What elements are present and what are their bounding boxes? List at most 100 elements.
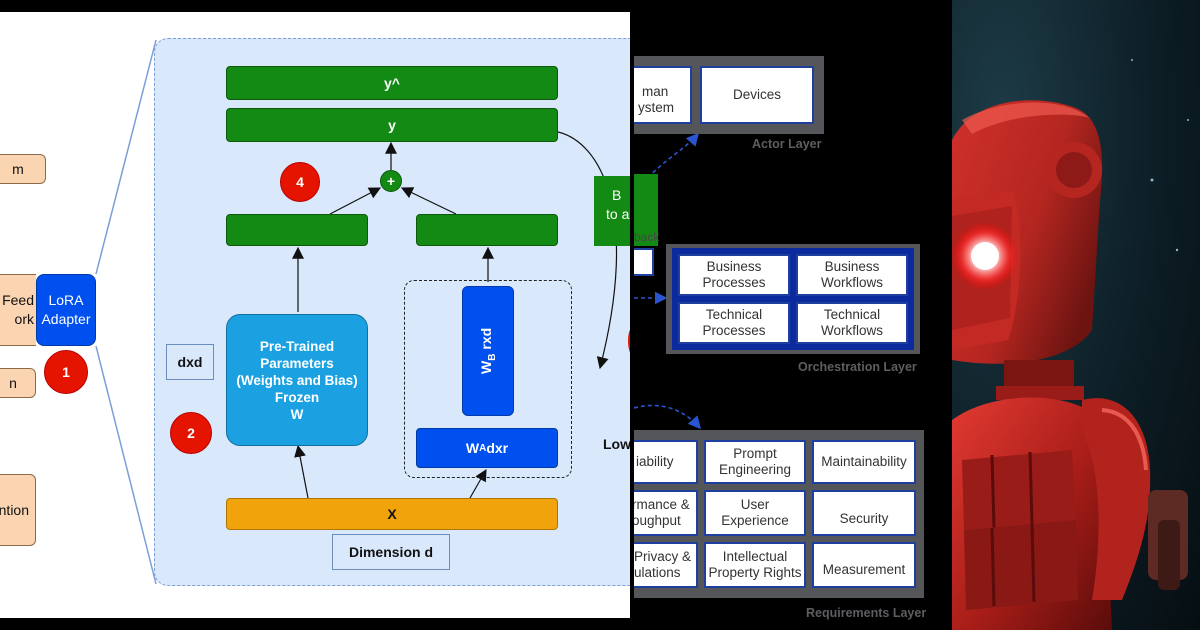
adapter-label: LoRA Adapter xyxy=(41,292,91,327)
label-text: ntion xyxy=(0,502,29,518)
left-output-bar xyxy=(226,214,368,246)
pretrained-parameters-box: Pre-Trained Parameters (Weights and Bias… xyxy=(226,314,368,446)
cell-line: iability xyxy=(636,454,674,469)
cell-line: Processes xyxy=(702,275,766,290)
left-partial-cell xyxy=(634,248,654,276)
lora-diagram-panel: m Feed ork LoRA Adapter 1 n ntion xyxy=(0,12,630,618)
cell-line: Maintainability xyxy=(821,454,907,469)
label-text: m xyxy=(12,161,24,177)
label-text: ork xyxy=(14,311,34,327)
req-cell-performance-throughput: rmance & oughput xyxy=(634,490,698,536)
pretrained-line: Frozen xyxy=(274,389,320,405)
req-cell-security: Security xyxy=(812,490,916,536)
req-cell-reliability: iability xyxy=(634,440,698,484)
actor-cell-human-system: man ystem xyxy=(634,66,692,124)
dxd-label: dxd xyxy=(166,344,214,380)
cell-line: Technical xyxy=(823,307,881,322)
cell-line: Property Rights xyxy=(708,565,802,580)
cell-line: Devices xyxy=(732,87,781,102)
cell-line: Intellectual xyxy=(722,549,788,564)
pretrained-line: Parameters xyxy=(260,355,334,371)
wb-rest: rxd xyxy=(478,327,495,354)
cell-line: ystem xyxy=(638,100,675,115)
actor-cell-devices: Devices xyxy=(700,66,814,124)
dxd-text: dxd xyxy=(177,354,203,370)
x-label: X xyxy=(387,506,397,522)
cell-line: Workflows xyxy=(820,275,883,290)
req-cell-maintainability: Maintainability xyxy=(812,440,916,484)
cell-line: man xyxy=(642,84,669,99)
pretrained-line: (Weights and Bias) xyxy=(236,372,358,388)
pretrained-line: W xyxy=(290,406,304,422)
wb-matrix-box: WB rxd xyxy=(462,286,514,416)
right-output-bar xyxy=(416,214,558,246)
y-label: y xyxy=(388,117,396,133)
orchestration-layer-label: Orchestration Layer xyxy=(798,360,917,374)
label-text: n xyxy=(9,375,17,391)
cell-line: User xyxy=(740,497,770,512)
plus-node: + xyxy=(380,170,402,192)
dimension-label: Dimension d xyxy=(332,534,450,570)
badge-4: 4 xyxy=(280,162,320,202)
right-box-line: B xyxy=(612,187,622,203)
wa-rest: dxr xyxy=(486,440,509,456)
layer-arrows xyxy=(634,132,702,430)
plus-symbol: + xyxy=(386,173,396,189)
req-cell-measurement: Measurement xyxy=(812,542,916,588)
right-partial-badge xyxy=(628,328,630,354)
cell-line: Privacy & xyxy=(634,549,692,564)
cell-line: Processes xyxy=(702,323,766,338)
right-box-line: to a xyxy=(606,206,630,222)
left-label-attention: ntion xyxy=(0,474,36,546)
left-label-feedforward: Feed ork xyxy=(0,274,36,346)
cell-line: Experience xyxy=(721,513,789,528)
pretrained-line: Pre-Trained xyxy=(259,338,335,354)
left-partial-green xyxy=(634,174,658,246)
cell-line: Business xyxy=(706,259,762,274)
badge-2: 2 xyxy=(170,412,212,454)
left-partial-back: back xyxy=(634,230,660,244)
connector-lines xyxy=(95,39,618,585)
cell-line: Workflows xyxy=(820,323,883,338)
y-hat-label: y^ xyxy=(384,75,400,91)
robot-illustration xyxy=(952,59,1189,630)
cell-line: Security xyxy=(839,511,889,526)
cell-line: Measurement xyxy=(822,562,906,577)
req-cell-privacy-regulations: Privacy & ulations xyxy=(634,542,698,588)
lora-adapter-box: LoRA Adapter xyxy=(36,274,96,346)
badge-number: 1 xyxy=(62,364,70,380)
y-hat-bar: y^ xyxy=(226,66,558,100)
cell-line: Engineering xyxy=(718,462,792,477)
wb-label: WB rxd xyxy=(478,328,498,374)
wa-sub: A xyxy=(479,442,487,454)
badge-number: 4 xyxy=(296,174,304,190)
x-input-bar: X xyxy=(226,498,558,530)
wa-main: W xyxy=(465,440,480,456)
badge-1: 1 xyxy=(44,350,88,394)
requirements-layer-label: Requirements Layer xyxy=(806,606,927,620)
badge-number: 2 xyxy=(187,425,195,441)
right-partial-box: B to a xyxy=(594,176,630,246)
wb-sub: B xyxy=(486,353,498,361)
dimension-text: Dimension d xyxy=(348,544,433,560)
lora-matrices-group xyxy=(404,280,572,478)
actor-layer-label: Actor Layer xyxy=(752,137,822,151)
right-partial-text: Low xyxy=(603,436,630,452)
cell-line: Technical xyxy=(705,307,763,322)
robot-image-panel xyxy=(952,0,1200,630)
cell-line: ulations xyxy=(634,565,681,580)
left-label-m: m xyxy=(0,154,46,184)
cell-line: Business xyxy=(824,259,880,274)
layer-diagram-panel: man ystem Devices Actor Layer back Busin… xyxy=(634,0,948,630)
left-label-n: n xyxy=(0,368,36,398)
cell-line: rmance & xyxy=(634,497,690,512)
cell-line: Prompt xyxy=(733,446,777,461)
